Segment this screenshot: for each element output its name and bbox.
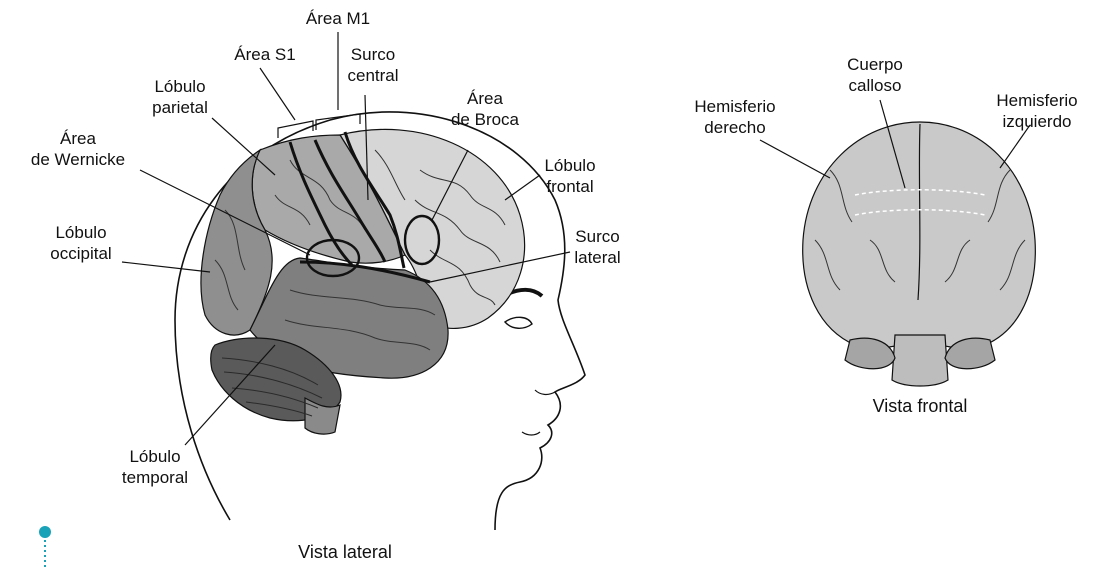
label-cuerpo-calloso: Cuerpo calloso — [825, 54, 925, 96]
label-area-m1: Área M1 — [293, 8, 383, 29]
label-surco-lateral: Surco lateral — [560, 226, 635, 268]
caption-vista-frontal: Vista frontal — [850, 396, 990, 417]
caption-vista-lateral: Vista lateral — [270, 542, 420, 563]
s1-bracket — [278, 121, 313, 138]
label-area-s1: Área S1 — [220, 44, 310, 65]
label-lobulo-temporal: Lóbulo temporal — [110, 446, 200, 488]
label-lobulo-occipital: Lóbulo occipital — [36, 222, 126, 264]
label-lobulo-parietal: Lóbulo parietal — [135, 76, 225, 118]
label-area-wernicke: Área de Wernicke — [18, 128, 138, 170]
eye — [505, 317, 532, 328]
label-hemisferio-izquierdo: Hemisferio izquierdo — [982, 90, 1092, 132]
label-hemisferio-derecho: Hemisferio derecho — [680, 96, 790, 138]
label-surco-central: Surco central — [333, 44, 413, 86]
label-lobulo-frontal: Lóbulo frontal — [530, 155, 610, 197]
label-area-broca: Área de Broca — [440, 88, 530, 130]
frontal-brain-stem — [892, 335, 948, 386]
marker-dot — [39, 526, 51, 538]
